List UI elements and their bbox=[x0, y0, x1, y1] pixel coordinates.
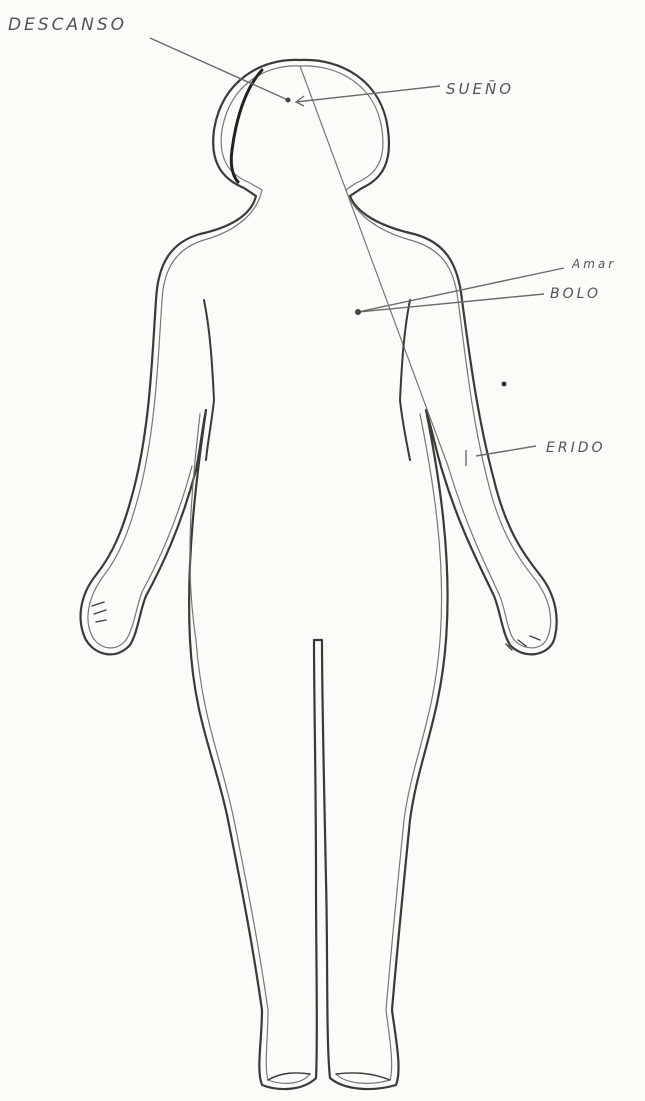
chest-mark-dot bbox=[355, 309, 361, 315]
body-outline-outer bbox=[81, 60, 557, 1089]
label-bolo: BOLO bbox=[550, 286, 601, 302]
arm-mark-dot bbox=[502, 382, 507, 387]
label-erido: ERIDO bbox=[546, 440, 606, 456]
right-inner-arm-line bbox=[400, 300, 410, 460]
descanso-pointer bbox=[150, 38, 288, 100]
sueno-pointer bbox=[296, 86, 440, 102]
label-descanso: DESCANSO bbox=[8, 15, 127, 35]
left-hand-fingers bbox=[92, 602, 106, 622]
annotation-lines bbox=[150, 38, 564, 466]
head-mark-dot bbox=[286, 98, 291, 103]
amar-pointer bbox=[358, 268, 564, 312]
label-amar: Amar bbox=[571, 257, 616, 271]
body-silhouette bbox=[81, 60, 557, 1089]
label-sueno: SUEÑO bbox=[446, 79, 514, 98]
left-inner-arm-line bbox=[204, 300, 214, 460]
